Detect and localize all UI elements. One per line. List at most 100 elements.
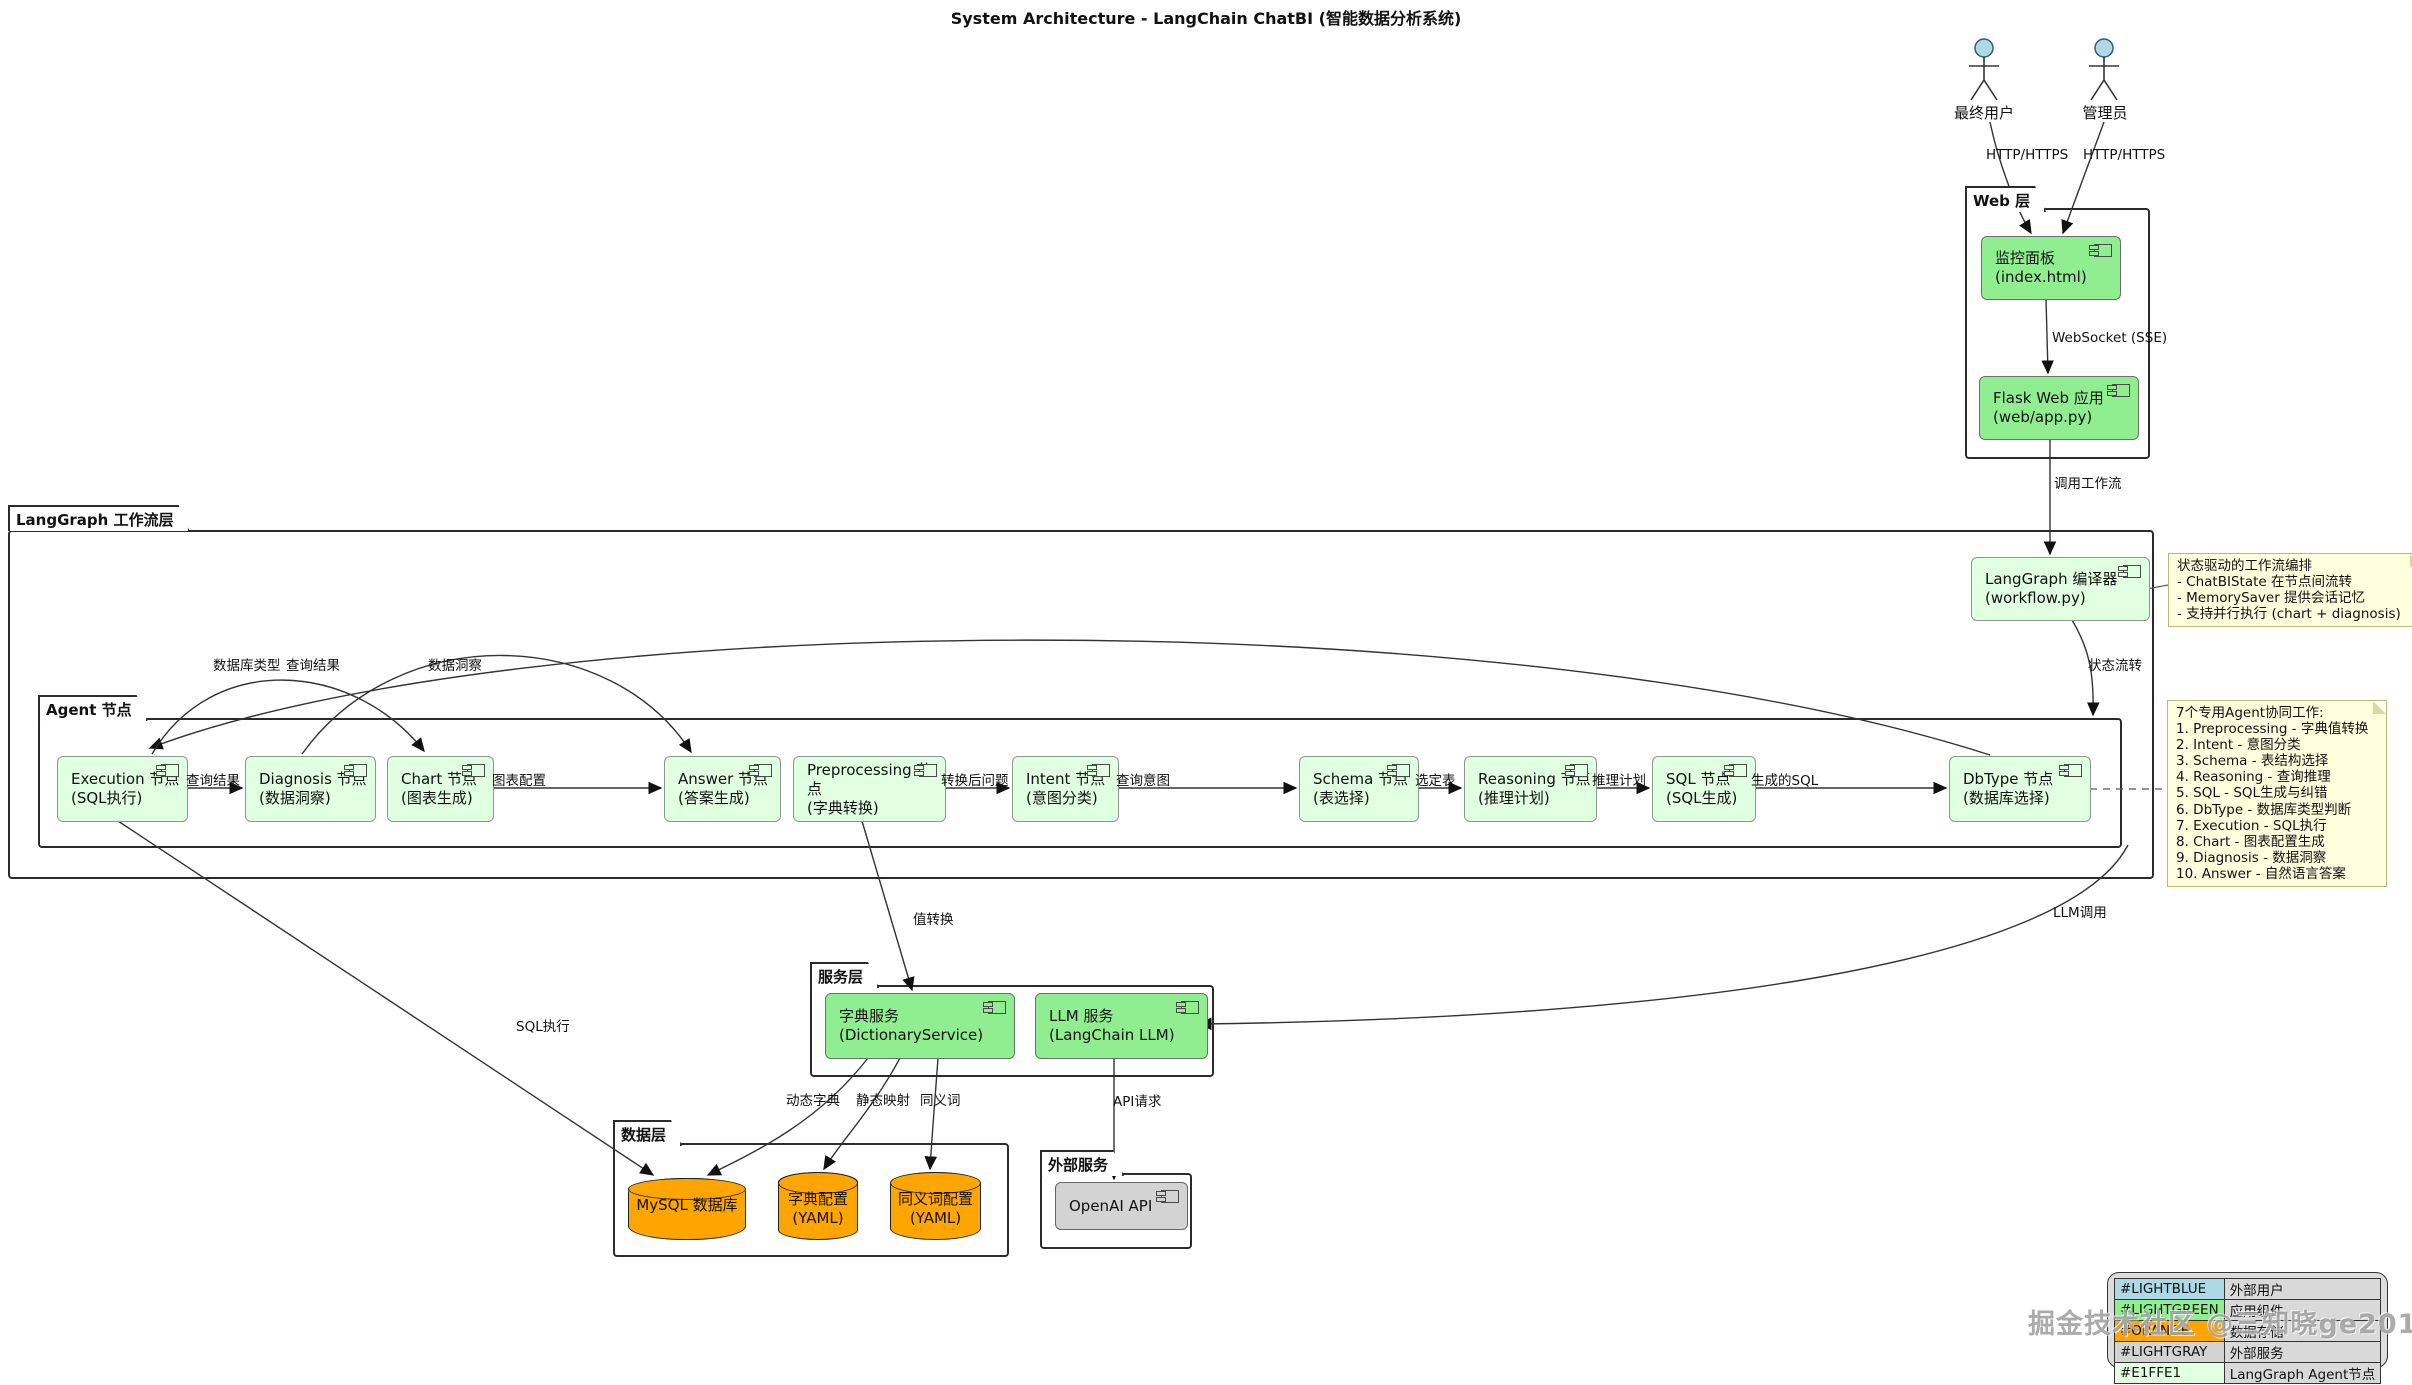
edge-label-llm-call: LLM调用 — [2053, 905, 2107, 921]
dictionary-service-component: 字典服务 (DictionaryService) — [825, 993, 1015, 1059]
component-label: Flask Web 应用 — [1993, 389, 2104, 407]
edge-preprocessing-to-dict — [861, 820, 915, 992]
synonym-config-cylinder: 同义词配置 (YAML) — [890, 1172, 981, 1240]
intent-node-component: Intent 节点 (意图分类) — [1012, 756, 1119, 822]
edge-label-query-result: 查询结果 — [186, 773, 240, 789]
component-label: SQL 节点 — [1666, 770, 1731, 788]
package-tab-external-services: 外部服务 — [1040, 1150, 1124, 1176]
edge-label-converted-question: 转换后问题 — [941, 773, 1009, 789]
datastore-label: MySQL 数据库 — [636, 1196, 738, 1214]
component-sublabel: (答案生成) — [678, 789, 750, 807]
edge-label-state-flow: 状态流转 — [2088, 658, 2142, 674]
datastore-sublabel: (YAML) — [909, 1209, 962, 1227]
legend-swatch: #E1FFE1 — [2114, 1362, 2225, 1384]
edge-user-to-monitor — [1989, 121, 2032, 235]
component-icon — [1565, 764, 1588, 777]
flask-app-component: Flask Web 应用 (web/app.py) — [1979, 376, 2139, 440]
legend-row: #ORANGE 数据存储 — [2114, 1320, 2382, 1342]
package-tab-web-layer: Web 层 — [1965, 186, 2046, 212]
component-label: Answer 节点 — [678, 770, 769, 788]
component-sublabel: (SQL生成) — [1666, 789, 1738, 807]
component-sublabel: (数据库选择) — [1963, 789, 2050, 807]
legend-label: 外部服务 — [2223, 1341, 2382, 1363]
edge-label-http-admin: HTTP/HTTPS — [2083, 147, 2166, 163]
package-agent-nodes — [38, 718, 2122, 848]
component-icon — [2107, 384, 2130, 397]
legend-label: 应用组件 — [2223, 1299, 2382, 1321]
legend-swatch: #ORANGE — [2114, 1320, 2225, 1342]
legend-swatch: #LIGHTBLUE — [2114, 1278, 2225, 1300]
component-icon — [1156, 1190, 1179, 1203]
edge-label-websocket: WebSocket (SSE) — [2052, 330, 2168, 346]
edge-execution-to-chart — [151, 679, 425, 755]
component-icon — [1724, 764, 1747, 777]
agent-note: 7个专用Agent协同工作: 1. Preprocessing - 字典值转换 … — [2167, 700, 2387, 888]
component-icon — [983, 1001, 1006, 1014]
datastore-label: 同义词配置 — [897, 1190, 973, 1208]
component-icon — [1387, 764, 1410, 777]
edge-label-http-user: HTTP/HTTPS — [1986, 147, 2069, 163]
component-sublabel: (SQL执行) — [71, 789, 143, 807]
schema-node-component: Schema 节点 (表选择) — [1299, 756, 1419, 822]
end-user-actor-label: 最终用户 — [1953, 104, 2015, 122]
component-label: Diagnosis 节点 — [259, 770, 367, 788]
diagnosis-node-component: Diagnosis 节点 (数据洞察) — [245, 756, 376, 822]
legend-swatch: #LIGHTGRAY — [2114, 1341, 2225, 1363]
edge-diagnosis-to-answer — [301, 654, 692, 755]
page-title: System Architecture - LangChain ChatBI (… — [950, 9, 1462, 28]
component-sublabel: (LangChain LLM) — [1049, 1026, 1175, 1044]
preprocessing-node-component: Preprocessing 节点 (字典转换) — [793, 756, 946, 822]
package-tab-data-layer: 数据层 — [613, 1120, 682, 1146]
component-sublabel: (字典转换) — [807, 798, 879, 817]
edge-admin-to-monitor — [2061, 121, 2105, 235]
component-label: Schema 节点 — [1313, 770, 1409, 788]
openai-api-component: OpenAI API — [1055, 1182, 1188, 1230]
edge-monitor-to-flask — [2041, 298, 2054, 375]
edge-llm-call — [1197, 844, 2129, 1031]
sql-node-component: SQL 节点 (SQL生成) — [1652, 756, 1756, 822]
package-langgraph-layer — [8, 530, 2154, 879]
legend-label: 外部用户 — [2223, 1278, 2382, 1300]
component-icon — [344, 764, 367, 777]
component-label: Execution 节点 — [71, 770, 180, 788]
component-sublabel: (web/app.py) — [1993, 408, 2093, 426]
component-sublabel: (数据洞察) — [259, 789, 331, 807]
color-legend: #LIGHTBLUE 外部用户 #LIGHTGREEN 应用组件 #ORANGE… — [2107, 1272, 2388, 1384]
component-label: OpenAI API — [1069, 1196, 1153, 1215]
watermark: 掘金技术社区 @三知晓ge2013 — [2028, 1309, 2412, 1340]
legend-row: #LIGHTBLUE 外部用户 — [2114, 1278, 2382, 1300]
component-sublabel: (意图分类) — [1026, 789, 1098, 807]
edge-dict-to-synyaml — [924, 1057, 939, 1171]
end-user-actor-icon — [1969, 38, 1999, 101]
component-icon — [2118, 565, 2141, 578]
package-tab-agent-nodes: Agent 节点 — [38, 695, 148, 721]
legend-table: #LIGHTBLUE 外部用户 #LIGHTGREEN 应用组件 #ORANGE… — [2114, 1278, 2382, 1384]
component-sublabel: (index.html) — [1995, 268, 2087, 286]
edge-dbtype-to-execution — [148, 639, 1991, 756]
component-icon — [2059, 764, 2082, 777]
mysql-database-cylinder: MySQL 数据库 — [628, 1178, 746, 1240]
edge-label-query-result-curve: 查询结果 — [286, 658, 340, 674]
admin-actor-icon — [2089, 38, 2119, 101]
answer-node-component: Answer 节点 (答案生成) — [664, 756, 781, 822]
edge-label-selected-tables: 选定表 — [1415, 773, 1456, 789]
component-icon — [1087, 764, 1110, 777]
edge-dict-to-dictyaml — [823, 1057, 901, 1171]
component-icon — [156, 764, 179, 777]
component-sublabel: (workflow.py) — [1985, 589, 2086, 607]
component-icon — [1176, 1001, 1199, 1014]
component-label: Chart 节点 — [401, 770, 477, 788]
edge-label-static-map: 静态映射 — [856, 1093, 910, 1109]
legend-label: LangGraph Agent节点 — [2223, 1362, 2382, 1384]
edge-label-api-request: API请求 — [1113, 1094, 1162, 1110]
component-icon — [2089, 244, 2112, 257]
edge-label-sql-exec: SQL执行 — [516, 1019, 570, 1035]
edge-label-chart-config: 图表配置 — [492, 773, 546, 789]
package-data-layer — [613, 1143, 1009, 1257]
package-service-layer — [810, 985, 1214, 1077]
component-sublabel: (DictionaryService) — [839, 1026, 984, 1044]
edge-label-value-convert: 值转换 — [913, 912, 954, 928]
component-icon — [749, 764, 772, 777]
edge-label-synonym: 同义词 — [920, 1093, 961, 1109]
